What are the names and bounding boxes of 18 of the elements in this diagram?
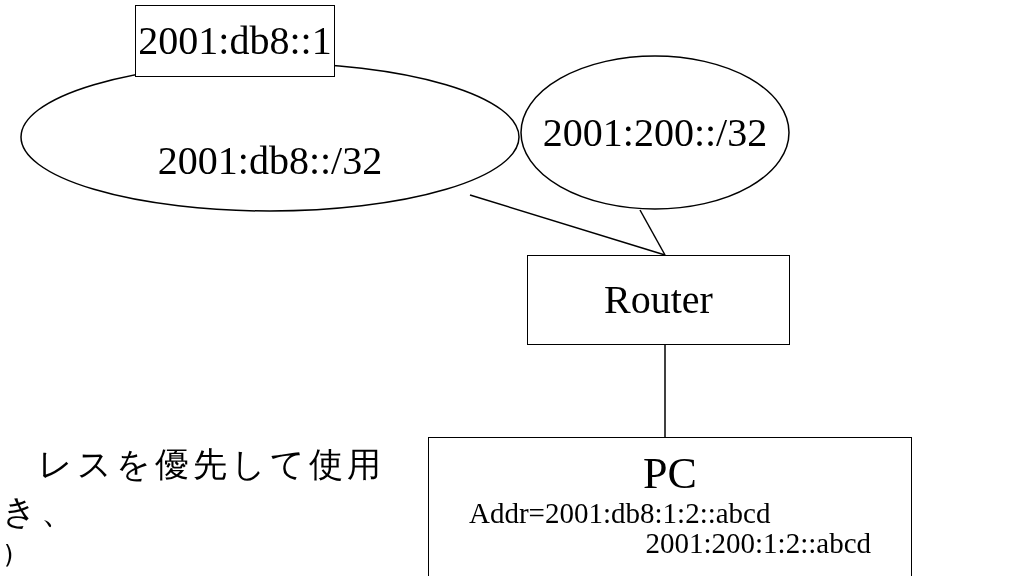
router-box bbox=[527, 255, 790, 345]
note-text: ) bbox=[4, 543, 14, 567]
pc-box bbox=[428, 437, 912, 576]
note-text: き、 bbox=[2, 494, 79, 528]
connector-line bbox=[664, 344, 666, 438]
connector-line bbox=[639, 209, 666, 256]
node-label: 2001:200::/32 bbox=[542, 111, 768, 154]
address-text: 2001:200:1:2::abcd bbox=[645, 528, 871, 559]
network-ellipse bbox=[520, 55, 790, 210]
node-label: 2001:db8::1 bbox=[138, 20, 332, 62]
node-label: PC bbox=[643, 451, 697, 498]
node-label: Router bbox=[604, 279, 713, 321]
address-text: Addr=2001:db8:1:2::abcd bbox=[469, 497, 771, 529]
network-ellipse bbox=[20, 62, 520, 212]
connector-line bbox=[469, 194, 666, 256]
address-box bbox=[135, 5, 335, 77]
node-label: 2001:db8::/32 bbox=[157, 140, 383, 182]
note-text: レスを優先して使用 bbox=[38, 447, 385, 481]
